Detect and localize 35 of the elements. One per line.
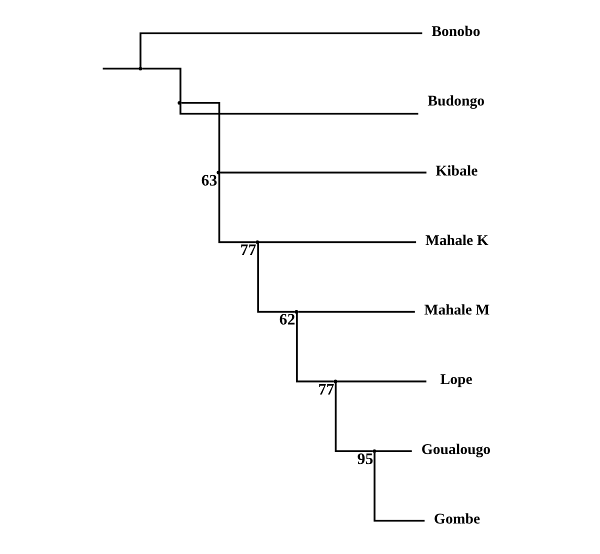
connector	[219, 172, 426, 174]
connector	[334, 382, 372, 452]
connector	[218, 174, 256, 244]
connector	[180, 102, 220, 172]
node-text: Budongo	[427, 94, 484, 110]
node-point	[255, 240, 259, 244]
node-label: 77	[240, 242, 256, 260]
node-text: Kibale	[435, 163, 478, 180]
connector	[336, 380, 426, 382]
connector	[102, 68, 139, 70]
connector	[258, 241, 416, 244]
node-text: Bonobo	[431, 24, 480, 40]
connector	[179, 104, 418, 115]
connector	[296, 313, 334, 382]
node-label: 77	[318, 381, 334, 398]
node-point	[216, 170, 220, 174]
node-text: Gombe	[433, 512, 480, 528]
node-text: Goualougo	[420, 442, 490, 458]
node-text: Mahale K	[424, 232, 488, 249]
connector	[298, 310, 414, 313]
node-point	[372, 449, 376, 453]
node-text: Mahale M	[424, 302, 490, 319]
connector	[256, 243, 294, 313]
node-point	[138, 66, 142, 70]
connector	[373, 452, 424, 522]
node-text: Lope	[440, 372, 472, 388]
node-label: 62	[278, 312, 295, 329]
node-label: 63	[200, 172, 217, 190]
node-point	[177, 101, 181, 105]
node-point	[333, 380, 337, 384]
node-label: 95	[356, 451, 373, 468]
connector	[139, 32, 422, 68]
connector	[142, 68, 181, 102]
node-point	[294, 310, 298, 314]
connector	[375, 450, 412, 452]
